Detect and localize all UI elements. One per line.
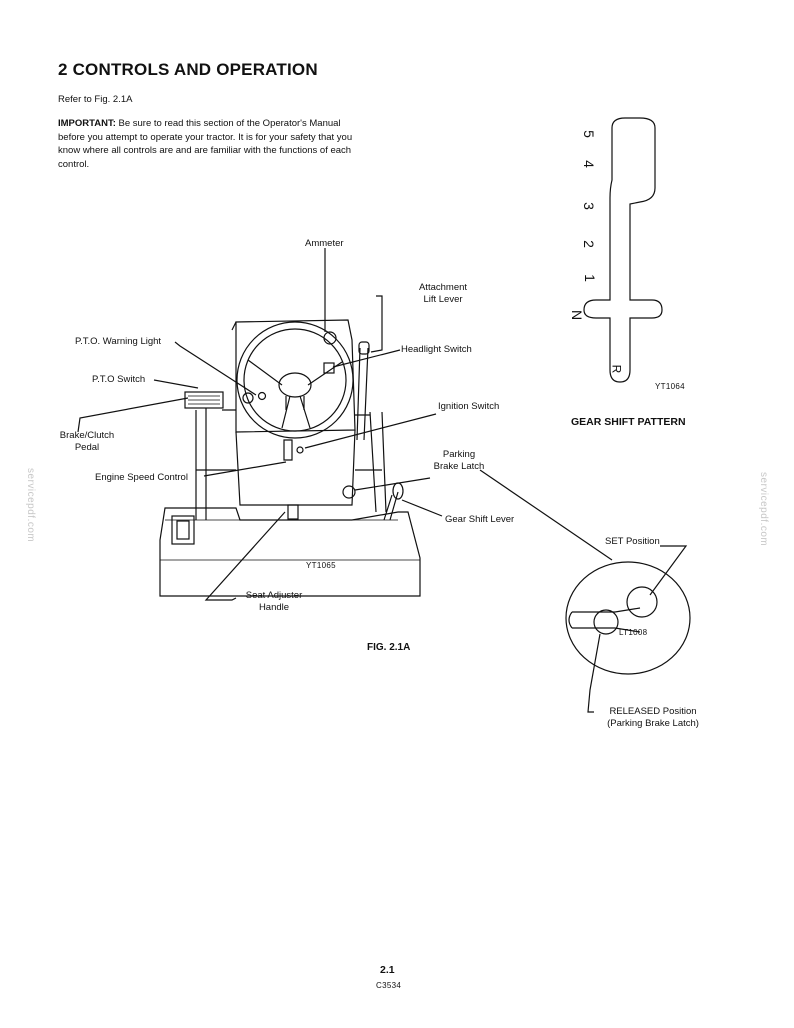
label-attachment-line2: Lift Lever bbox=[406, 294, 480, 306]
label-pto-warning-light: P.T.O. Warning Light bbox=[75, 336, 161, 348]
label-seat-adjuster-handle: Seat Adjuster Handle bbox=[236, 590, 312, 614]
page-number: 2.1 bbox=[380, 964, 395, 976]
label-ammeter: Ammeter bbox=[305, 238, 344, 250]
label-engine-speed-control: Engine Speed Control bbox=[95, 472, 188, 484]
label-parking-line1: Parking bbox=[424, 449, 494, 461]
label-released-position: RELEASED Position (Parking Brake Latch) bbox=[596, 706, 710, 730]
label-released-line2: (Parking Brake Latch) bbox=[596, 718, 710, 730]
label-parking-line2: Brake Latch bbox=[424, 461, 494, 473]
gear-label-n: N bbox=[569, 310, 585, 320]
label-brake-line2: Pedal bbox=[52, 442, 122, 454]
code-latch: LT1008 bbox=[619, 628, 647, 637]
gear-label-2: 2 bbox=[581, 240, 597, 248]
label-gear-shift-lever: Gear Shift Lever bbox=[445, 514, 514, 526]
released-position-knob bbox=[594, 610, 618, 634]
pto-switch bbox=[243, 393, 253, 403]
gear-gate bbox=[584, 118, 662, 382]
label-ignition-switch: Ignition Switch bbox=[438, 401, 499, 413]
label-brake-clutch-pedal: Brake/Clutch Pedal bbox=[52, 430, 122, 454]
dashboard-outline bbox=[236, 320, 355, 432]
tractor-body bbox=[160, 508, 420, 596]
document-code: C3534 bbox=[376, 981, 401, 990]
label-headlight-switch: Headlight Switch bbox=[401, 344, 472, 356]
label-set-position: SET Position bbox=[605, 536, 660, 548]
gear-label-5: 5 bbox=[581, 130, 597, 138]
pto-warning-light bbox=[259, 393, 266, 400]
gear-label-r: R bbox=[609, 365, 623, 374]
label-brake-line1: Brake/Clutch bbox=[52, 430, 122, 442]
latch-detail-circle bbox=[566, 562, 690, 674]
label-attachment-line1: Attachment bbox=[406, 282, 480, 294]
label-pto-switch: P.T.O Switch bbox=[92, 374, 145, 386]
code-tractor: YT1065 bbox=[306, 561, 336, 570]
gear-label-3: 3 bbox=[581, 202, 597, 210]
label-released-line1: RELEASED Position bbox=[596, 706, 710, 718]
label-attachment-lift-lever: Attachment Lift Lever bbox=[406, 282, 480, 306]
label-seat-line1: Seat Adjuster bbox=[236, 590, 312, 602]
ignition-key bbox=[284, 440, 292, 460]
steering-hub bbox=[279, 373, 311, 397]
gear-shift-title: GEAR SHIFT PATTERN bbox=[571, 416, 686, 428]
label-parking-brake-latch: Parking Brake Latch bbox=[424, 449, 494, 473]
gear-label-4: 4 bbox=[581, 160, 597, 168]
attachment-lift-lever bbox=[357, 348, 368, 440]
label-seat-line2: Handle bbox=[236, 602, 312, 614]
seat-adjuster-handle bbox=[288, 505, 298, 519]
code-gear: YT1064 bbox=[655, 382, 685, 391]
parking-brake-latch bbox=[343, 486, 355, 498]
figure-caption: FIG. 2.1A bbox=[367, 642, 410, 654]
gear-label-1: 1 bbox=[582, 274, 598, 282]
